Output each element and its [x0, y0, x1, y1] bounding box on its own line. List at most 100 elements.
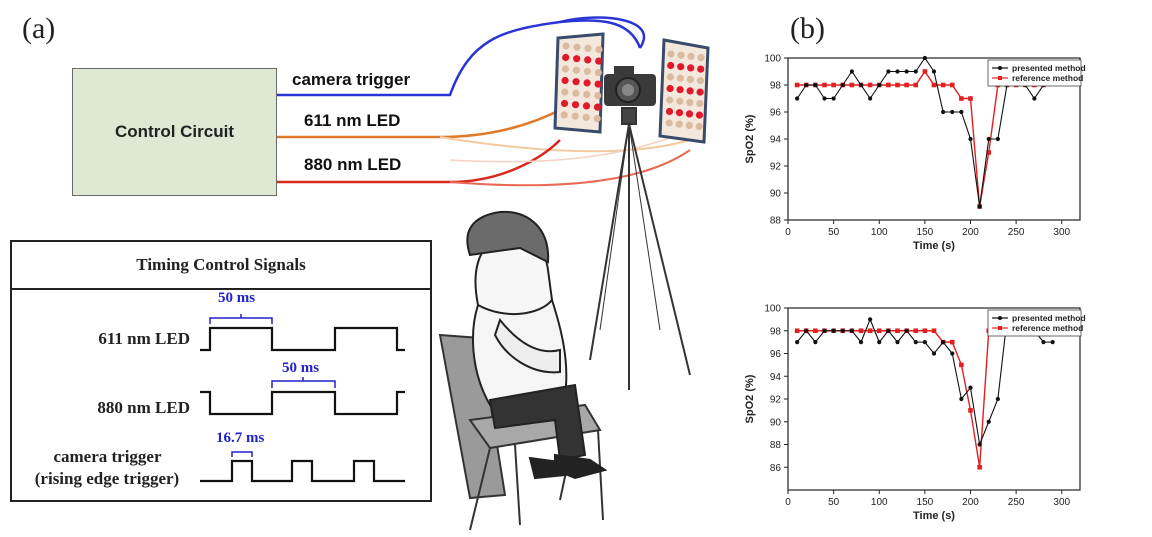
led-dot: [584, 44, 592, 53]
chart2-x-tick-label: 50: [828, 497, 840, 508]
led-611-cable: [277, 108, 561, 139]
chart2-y-tick-label: 96: [770, 349, 782, 360]
chart1-y-axis-label: SpO2 (%): [744, 114, 756, 163]
led-dot: [583, 90, 591, 98]
timing-row-611-label: 611 nm LED: [98, 329, 190, 348]
chart2-point-presented: [959, 396, 964, 402]
led-dot: [582, 113, 590, 121]
chart1-y-tick-label: 96: [770, 108, 782, 119]
chart1-point-presented: [804, 82, 809, 88]
timing-waveforms: [200, 314, 405, 483]
led-panel-left: [553, 32, 605, 134]
chart1-point-presented: [868, 96, 873, 101]
led-dot: [666, 96, 674, 104]
chart1-point-presented: [941, 109, 946, 115]
timing-title: Timing Control Signals: [12, 242, 430, 290]
led-dot: [676, 97, 684, 105]
chart2-point-reference: [858, 328, 864, 334]
chart1-point-reference: [886, 82, 891, 88]
timing-row-camera-sublabel: (rising edge trigger): [34, 469, 180, 488]
chart2-point-presented: [795, 340, 800, 345]
chart2-y-tick-label: 98: [770, 326, 782, 337]
chart1-point-presented: [858, 82, 864, 88]
chart2-point-presented: [986, 419, 991, 424]
chart1-point-presented: [813, 82, 818, 88]
chart1-x-tick-label: 100: [871, 227, 888, 238]
led-dot: [666, 84, 674, 93]
chart1-point-reference: [968, 96, 973, 101]
led-dot: [665, 119, 673, 127]
chart1-x-axis-label: Time (s): [913, 240, 955, 252]
led-dot: [695, 111, 704, 119]
led-dot: [561, 76, 569, 85]
led-dot: [571, 101, 580, 109]
chart1-point-reference: [940, 82, 946, 88]
chart1-point-presented: [977, 204, 982, 209]
led-dot: [562, 42, 570, 50]
chart2-point-reference: [922, 328, 928, 334]
chart2-point-presented: [831, 328, 836, 333]
chart1-point-presented: [913, 69, 918, 74]
chart2-point-reference: [949, 339, 955, 345]
brace-880: [271, 377, 336, 388]
chart2-y-tick-label: 86: [770, 463, 782, 474]
tripod: [589, 107, 691, 390]
led-dot: [595, 46, 603, 54]
led-611-line-label: 611 nm LED: [304, 111, 401, 130]
led-dot: [685, 121, 693, 129]
camera-trigger-cable: [277, 19, 642, 97]
chart2-series-line-presented: [796, 317, 1053, 447]
chart2-x-tick-label: 100: [871, 497, 888, 508]
led-dot: [696, 88, 704, 96]
chart1-point-reference: [904, 82, 909, 88]
chart1-point-reference: [794, 82, 800, 88]
led-dot: [696, 100, 704, 108]
chart2-point-presented: [877, 340, 882, 345]
chart1-point-presented: [849, 69, 854, 74]
chart2-legend-label: presented method: [1012, 313, 1086, 323]
chart2-y-tick-label: 92: [770, 395, 782, 406]
led-dot: [573, 43, 581, 51]
chart2-x-tick-label: 150: [917, 497, 934, 508]
chart2-point-presented: [922, 340, 927, 345]
led-dot: [697, 65, 705, 73]
led-dot: [677, 63, 685, 71]
led-dot: [594, 80, 602, 88]
chart1-series-line-reference: [797, 70, 1044, 207]
led-dot: [572, 89, 580, 97]
chart1-point-reference: [867, 82, 873, 88]
chart1-y-tick-label: 100: [764, 54, 781, 65]
led-dot: [685, 110, 694, 118]
chart1-y-tick-label: 90: [770, 189, 782, 200]
led-dot: [594, 69, 603, 77]
led-dot: [582, 102, 591, 110]
chart2-point-presented: [931, 351, 937, 356]
chart1-legend: [987, 59, 1082, 87]
chart1-y-tick-label: 98: [770, 81, 782, 92]
chart1-y-tick-label: 92: [770, 162, 782, 173]
chart1-point-reference: [949, 82, 955, 88]
chart2-point-reference: [867, 328, 873, 334]
chart1-point-presented: [986, 136, 991, 142]
chart1-point-reference: [895, 82, 900, 88]
waveform-611: [200, 326, 405, 352]
led-dot: [562, 53, 570, 62]
chart2-point-presented: [1050, 340, 1055, 345]
chart1-point-presented: [822, 96, 827, 101]
chart2-point-presented: [858, 340, 864, 345]
led-dot: [665, 107, 674, 116]
chart1-point-presented: [831, 96, 836, 101]
chart2-point-presented: [868, 317, 873, 322]
chart1-point-presented: [931, 69, 937, 74]
panel-label-a: (a): [22, 12, 56, 45]
chart2-point-presented: [886, 328, 891, 333]
led-dot: [696, 77, 705, 85]
timing-control-panel: Timing Control Signals: [10, 240, 432, 502]
led-dot: [695, 123, 703, 131]
led-panel-right: [658, 38, 710, 144]
chart2-point-presented: [804, 328, 809, 333]
chart2-point-reference: [813, 328, 818, 334]
chart1-legend-swatch-marker: [998, 76, 1002, 80]
